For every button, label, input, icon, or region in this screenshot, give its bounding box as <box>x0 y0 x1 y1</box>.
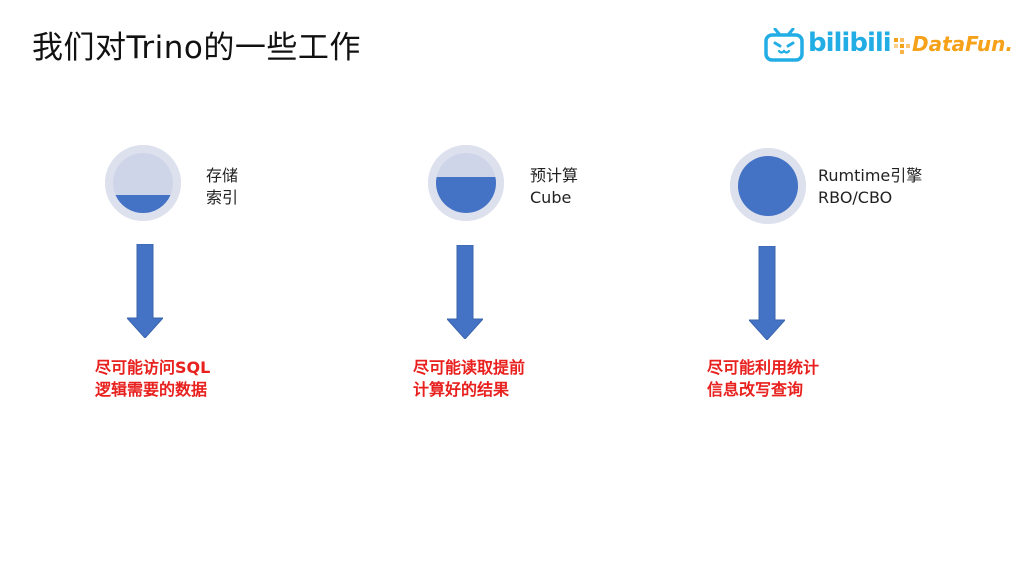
result-text: 尽可能访问SQL 逻辑需要的数据 <box>95 357 210 401</box>
result-text: 尽可能利用统计 信息改写查询 <box>707 357 819 401</box>
result-line-2: 信息改写查询 <box>707 380 804 399</box>
datafun-logo: DataFun. <box>892 30 1016 60</box>
down-arrow-icon <box>127 244 163 338</box>
tag-label: 存储 索引 <box>206 165 238 209</box>
result-line-2: 逻辑需要的数据 <box>95 380 208 399</box>
result-line-1: 尽可能访问SQL <box>95 358 211 377</box>
column-runtime-engine: Rumtime引擎 RBO/CBO 尽可能利用统计 信息改写查询 <box>0 0 922 576</box>
down-arrow-icon <box>749 246 785 340</box>
column-storage-index: 存储 索引 尽可能访问SQL 逻辑需要的数据 <box>0 0 300 576</box>
down-arrow-icon <box>447 245 483 339</box>
tag-line-1: 预计算 <box>530 166 579 185</box>
result-text: 尽可能读取提前 计算好的结果 <box>413 357 525 401</box>
harvey-ball-graphic <box>730 148 806 224</box>
tag-label: 预计算 Cube <box>530 165 578 209</box>
tag-label: Rumtime引擎 RBO/CBO <box>818 165 922 209</box>
bilibili-tv-icon <box>764 28 804 62</box>
slide-title: 我们对Trino的一些工作 <box>32 30 361 66</box>
bilibili-logo: bilibili <box>764 26 892 66</box>
result-line-1: 尽可能读取提前 <box>413 358 526 377</box>
result-line-1: 尽可能利用统计 <box>707 358 820 377</box>
column-precompute-cube: 预计算 Cube 尽可能读取提前 计算好的结果 <box>0 0 578 576</box>
tag-line-2: 索引 <box>206 188 239 207</box>
datafun-wordmark: DataFun. <box>912 32 1013 56</box>
tag-line-1: 存储 <box>206 166 239 185</box>
result-line-2: 计算好的结果 <box>413 380 510 399</box>
harvey-ball-icon <box>730 148 806 224</box>
bilibili-wordmark: bilibili <box>808 28 892 58</box>
tag-line-1: Rumtime引擎 <box>818 166 923 185</box>
tag-line-2: Cube <box>530 188 572 207</box>
harvey-ball-graphic <box>428 145 504 221</box>
tag-line-2: RBO/CBO <box>818 188 893 207</box>
harvey-ball-graphic <box>105 145 181 221</box>
harvey-ball-icon <box>428 145 504 221</box>
datafun-mark-icon <box>894 38 910 54</box>
harvey-ball-icon <box>105 145 181 221</box>
